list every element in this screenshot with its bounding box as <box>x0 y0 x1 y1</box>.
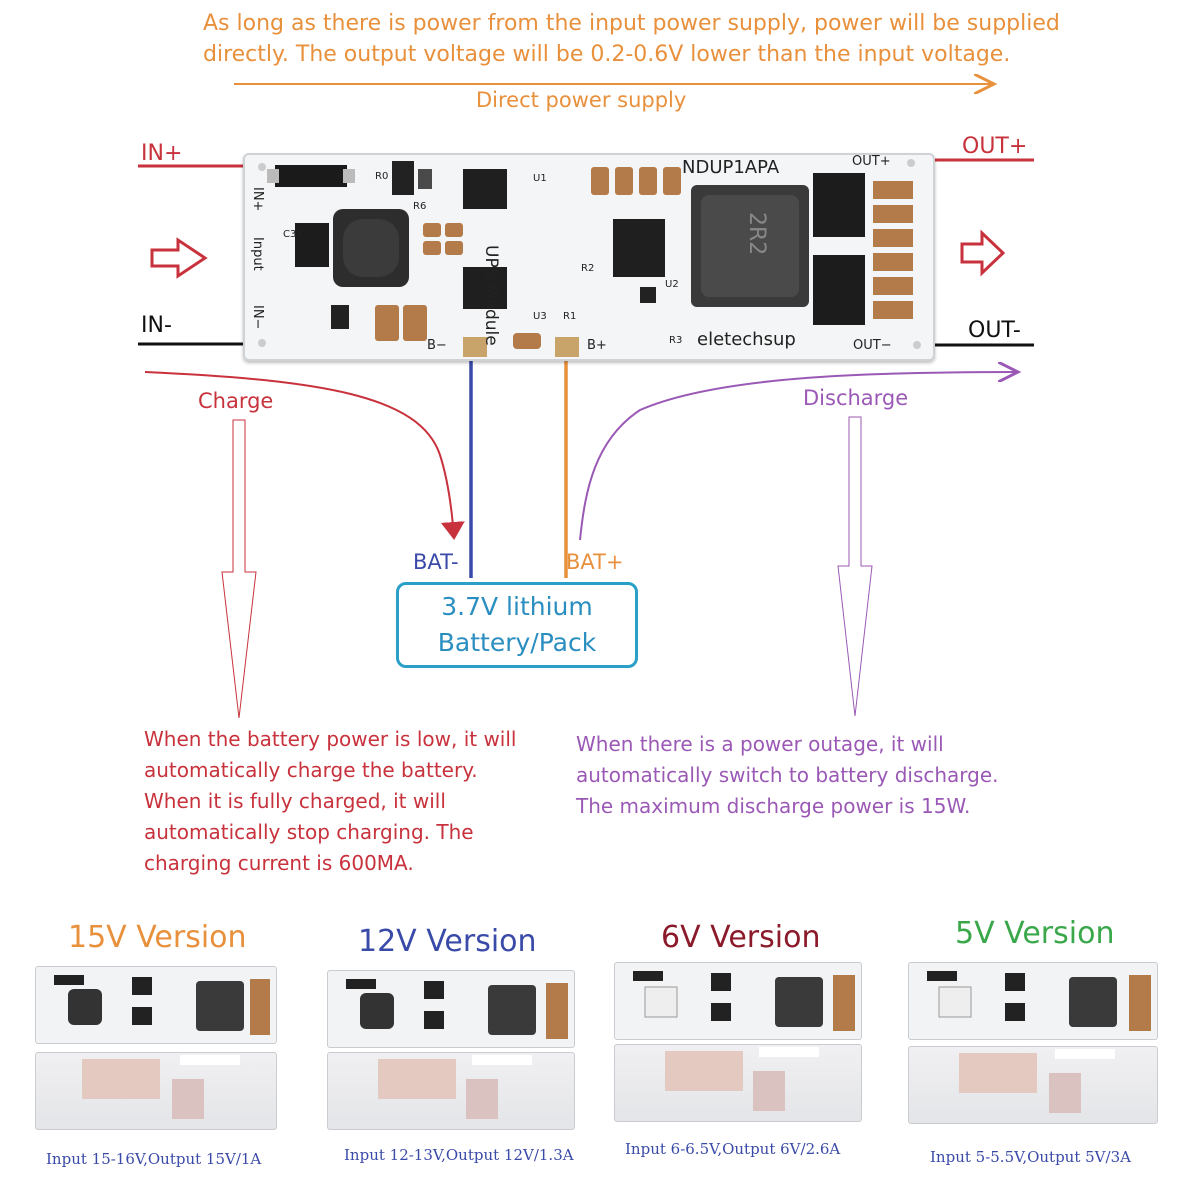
board-components: 2R2 <box>258 159 921 357</box>
version-12v-back-photo <box>327 1052 575 1130</box>
battery-pack-box: 3.7V lithium Battery/Pack <box>396 582 638 668</box>
version-5v-front-photo <box>908 962 1158 1040</box>
in-minus-label: IN- <box>141 313 172 338</box>
version-15v-title: 15V Version <box>68 920 247 955</box>
input-arrow-icon <box>150 237 208 279</box>
discharge-desc-line: automatically switch to battery discharg… <box>576 763 999 787</box>
version-12v-caption: Input 12-13V,Output 12V/1.3A <box>344 1146 574 1164</box>
output-arrow-icon <box>960 229 1006 277</box>
board-module-text: UPS Module <box>481 245 501 346</box>
battery-line-2: Battery/Pack <box>437 628 597 657</box>
battery-line-1: 3.7V lithium <box>441 592 593 621</box>
board-brand: eletechsup <box>697 329 796 350</box>
direct-supply-note: As long as there is power from the input… <box>203 11 1060 67</box>
version-5v-caption: Input 5-5.5V,Output 5V/3A <box>930 1148 1131 1166</box>
discharge-flow-arrow <box>579 372 1018 541</box>
silk-in-minus: IN− <box>250 305 265 330</box>
discharge-desc-line: When there is a power outage, it will <box>576 732 944 756</box>
charge-desc-line: automatically stop charging. The <box>144 820 474 844</box>
silk-out-minus: OUT− <box>853 338 892 353</box>
silk-b-plus: B+ <box>587 338 607 353</box>
version-5v-title: 5V Version <box>955 916 1115 951</box>
silk-ref-c33: C33 <box>283 229 303 240</box>
charge-flow-arrow <box>144 371 465 540</box>
discharge-label: Discharge <box>803 386 909 410</box>
in-plus-label: IN+ <box>141 141 183 166</box>
silk-ref-u2: U2 <box>665 279 679 290</box>
discharge-description: When there is a power outage, it will au… <box>576 729 999 822</box>
discharge-desc-line: The maximum discharge power is 15W. <box>576 794 971 818</box>
inductor-code: 2R2 <box>744 212 769 255</box>
silk-out-plus: OUT+ <box>852 154 891 169</box>
charge-desc-line: charging current is 600MA. <box>144 851 414 875</box>
silk-ref-r0: R0 <box>375 171 389 182</box>
version-6v-caption: Input 6-6.5V,Output 6V/2.6A <box>625 1140 841 1158</box>
charge-desc-line: When it is fully charged, it will <box>144 789 446 813</box>
discharge-down-arrow <box>837 416 873 717</box>
silk-ref-r2: R2 <box>581 263 595 274</box>
charge-down-arrow <box>221 419 257 719</box>
silk-input: Input <box>250 237 265 271</box>
version-5v-back-photo <box>908 1046 1158 1124</box>
charge-description: When the battery power is low, it will a… <box>144 724 516 879</box>
version-12v-front-photo <box>327 970 575 1048</box>
board-model: NDUP1APA <box>682 157 780 178</box>
charge-desc-line: automatically charge the battery. <box>144 758 478 782</box>
silk-ref-u3: U3 <box>533 311 547 322</box>
version-6v-back-photo <box>614 1044 862 1122</box>
silk-in-plus: IN+ <box>250 187 265 212</box>
silk-ref-r1: R1 <box>563 311 577 322</box>
version-6v-title: 6V Version <box>661 920 821 955</box>
direct-supply-label: Direct power supply <box>476 88 687 112</box>
version-15v-back-photo <box>35 1052 277 1130</box>
silk-ref-r3: R3 <box>669 335 683 346</box>
ups-module-board: 2R2 NDUP1APA OUT+ OUT− eletechsup UPS Mo… <box>243 153 935 361</box>
version-12v-title: 12V Version <box>358 924 537 959</box>
version-15v-front-photo <box>35 966 277 1044</box>
silk-ref-u1: U1 <box>533 173 547 184</box>
charge-label: Charge <box>198 389 274 413</box>
silk-ref-r6: R6 <box>413 201 427 212</box>
out-minus-label: OUT- <box>968 318 1021 343</box>
silk-b-minus: B− <box>427 338 447 353</box>
charge-desc-line: When the battery power is low, it will <box>144 727 517 751</box>
version-15v-caption: Input 15-16V,Output 15V/1A <box>46 1150 262 1168</box>
bat-plus-label: BAT+ <box>566 550 624 574</box>
out-plus-label: OUT+ <box>962 134 1028 159</box>
bat-minus-label: BAT- <box>413 550 459 574</box>
version-6v-front-photo <box>614 962 862 1040</box>
